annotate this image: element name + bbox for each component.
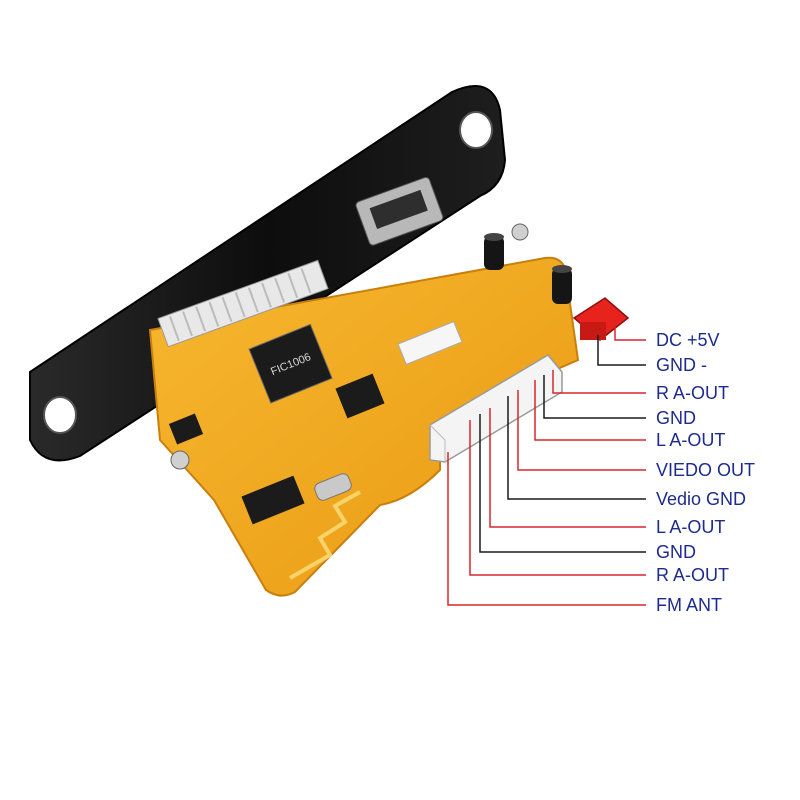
bezel-mount-hole-icon bbox=[459, 111, 493, 149]
wire-r-aout-1 bbox=[552, 370, 646, 394]
pcb-board: FIC1006 bbox=[148, 223, 630, 597]
label-viedo-out: VIEDO OUT bbox=[656, 460, 755, 480]
audio-ic-chip bbox=[241, 475, 305, 525]
wire-gnd-minus bbox=[597, 335, 646, 366]
pin-header-connector bbox=[429, 354, 563, 463]
label-gnd-1: GND bbox=[656, 408, 696, 428]
front-bezel bbox=[29, 85, 507, 462]
antenna-trace bbox=[289, 490, 361, 580]
wire-gnd-2 bbox=[479, 414, 646, 553]
power-jack bbox=[572, 297, 630, 341]
secondary-ic-chip bbox=[335, 373, 385, 419]
pin-labels: DC +5V GND - R A-OUT GND L A-OUT VIEDO O… bbox=[656, 330, 755, 615]
label-l-aout-1: L A-OUT bbox=[656, 430, 725, 450]
label-r-aout-2: R A-OUT bbox=[656, 565, 729, 585]
wire-l-aout-2 bbox=[489, 408, 646, 528]
small-ic-chip bbox=[168, 413, 204, 445]
ribbon-connector bbox=[157, 259, 329, 348]
wire-dc-5v bbox=[614, 320, 646, 341]
wire-r-aout-2 bbox=[469, 420, 646, 576]
pin-wires bbox=[447, 320, 646, 606]
label-r-aout-1: R A-OUT bbox=[656, 383, 729, 403]
label-gnd-minus: GND - bbox=[656, 355, 707, 375]
label-l-aout-2: L A-OUT bbox=[656, 517, 725, 537]
bezel-mount-hole-icon bbox=[43, 396, 77, 434]
capacitor-icon bbox=[484, 233, 504, 270]
label-vedio-gnd: Vedio GND bbox=[656, 489, 746, 509]
label-gnd-2: GND bbox=[656, 542, 696, 562]
label-dc-5v: DC +5V bbox=[656, 330, 720, 350]
crystal-oscillator bbox=[314, 473, 352, 501]
label-fm-ant: FM ANT bbox=[656, 595, 722, 615]
wire-viedo-out bbox=[517, 390, 646, 471]
ribbon-socket bbox=[397, 320, 463, 366]
main-ic-chip: FIC1006 bbox=[248, 323, 333, 404]
wire-fm-ant bbox=[447, 452, 646, 606]
wire-vedio-gnd bbox=[507, 396, 646, 500]
wire-gnd-1 bbox=[543, 375, 646, 419]
capacitor-icon bbox=[552, 265, 572, 304]
mount-screw-icon bbox=[170, 450, 190, 470]
mount-screw-icon bbox=[511, 223, 529, 241]
wire-l-aout-1 bbox=[534, 380, 646, 441]
